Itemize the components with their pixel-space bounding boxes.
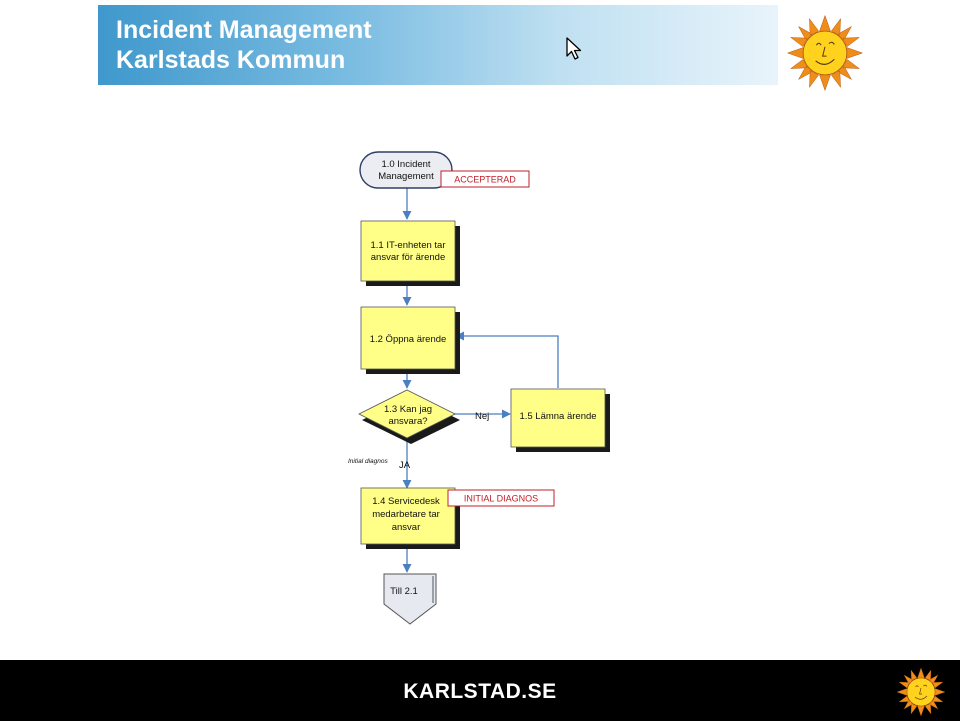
status-tag-initial-diagnos-label: INITIAL DIAGNOS — [464, 494, 538, 504]
sun-logo-icon — [896, 667, 946, 717]
footer-bar: KARLSTAD.SE — [0, 660, 960, 721]
start-label-line-2: Management — [378, 171, 434, 182]
mouse-cursor-icon — [566, 37, 582, 60]
process-step-1-1: 1.1 IT-enheten tar ansvar för ärende — [360, 220, 460, 286]
title-line-2: Karlstads Kommun — [116, 46, 346, 74]
decision-1-3-line-1: 1.3 Kan jag — [384, 404, 432, 415]
yes-branch-label: JA — [399, 460, 411, 471]
incident-flowchart: 1.0 Incident Management ACCEPTERAD 1.1 I… — [348, 151, 610, 625]
offpage-connector: Till 2.1 — [383, 573, 437, 625]
title-line-1: Incident Management — [116, 16, 372, 44]
no-branch-label: Nej — [475, 411, 489, 422]
step-1-1-line-1: 1.1 IT-enheten tar — [371, 240, 446, 251]
status-tag-initial-diagnos: INITIAL DIAGNOS — [447, 489, 555, 507]
step-1-4-line-1: 1.4 Servicedesk — [372, 496, 440, 507]
step-1-5-label: 1.5 Lämna ärende — [519, 411, 596, 422]
status-tag-accepterad: ACCEPTERAD — [440, 170, 530, 188]
status-tag-accepterad-label: ACCEPTERAD — [454, 175, 516, 185]
step-1-2-label: 1.2 Öppna ärende — [370, 334, 447, 345]
step-1-1-line-2: ansvar för ärende — [371, 252, 445, 263]
process-step-1-2: 1.2 Öppna ärende — [360, 306, 460, 374]
title-banner: Incident Management Karlstads Kommun — [98, 5, 778, 85]
step-1-4-line-3: ansvar — [392, 522, 421, 533]
start-label-line-1: 1.0 Incident — [381, 159, 430, 170]
start-terminator: 1.0 Incident Management — [359, 151, 453, 189]
sun-logo-icon — [786, 14, 864, 92]
process-step-1-4: 1.4 Servicedesk medarbetare tar ansvar — [360, 487, 460, 549]
decision-1-3-line-2: ansvara? — [388, 416, 427, 427]
offpage-connector-label: Till 2.1 — [390, 586, 418, 597]
process-step-1-5: 1.5 Lämna ärende — [510, 388, 610, 452]
initial-diagnos-note: Initial diagnos — [348, 458, 388, 465]
decision-1-3: 1.3 Kan jag ansvara? — [358, 389, 460, 444]
footer-website-label: KARLSTAD.SE — [403, 680, 557, 703]
step-1-4-line-2: medarbetare tar — [372, 509, 440, 520]
